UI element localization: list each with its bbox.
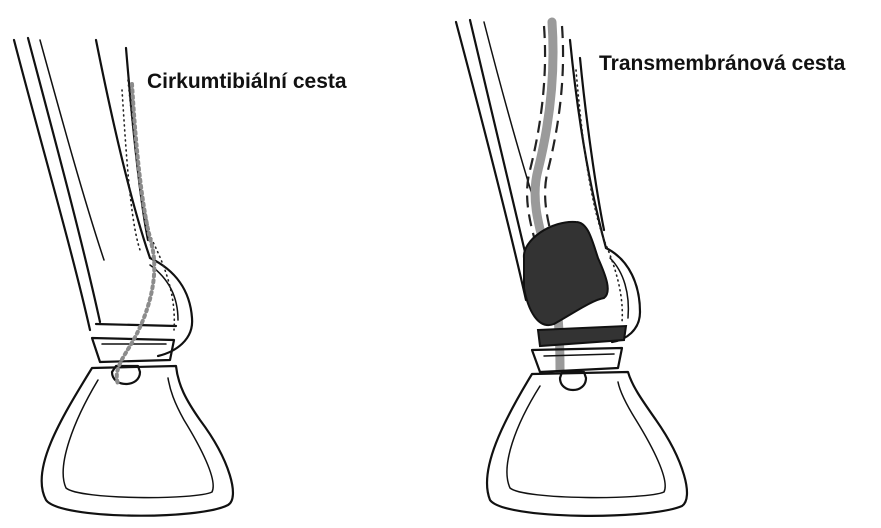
- transmembrane-route-label: Transmembránová cesta: [599, 52, 845, 76]
- left-leg-drawing: [14, 38, 233, 516]
- right-talus-inner: [544, 354, 614, 356]
- left-fibula-line: [96, 40, 150, 258]
- left-joint-top: [96, 324, 176, 326]
- left-interosseous-line: [40, 40, 104, 260]
- right-leg-drawing: [456, 20, 687, 516]
- right-implant-talar-component: [524, 222, 608, 325]
- right-malleolus-inner: [610, 258, 628, 318]
- left-malleolus-outline: [150, 258, 192, 356]
- left-heel-inner: [63, 378, 213, 498]
- right-talus-block: [532, 348, 622, 372]
- left-tibia-inner-line: [28, 38, 100, 322]
- left-heel-outline: [42, 366, 233, 516]
- right-staple: [560, 372, 586, 390]
- right-implant-plate: [538, 326, 626, 346]
- circumtibial-route-label: Cirkumtibiální cesta: [147, 70, 347, 94]
- right-tibia-outer-line: [456, 22, 526, 300]
